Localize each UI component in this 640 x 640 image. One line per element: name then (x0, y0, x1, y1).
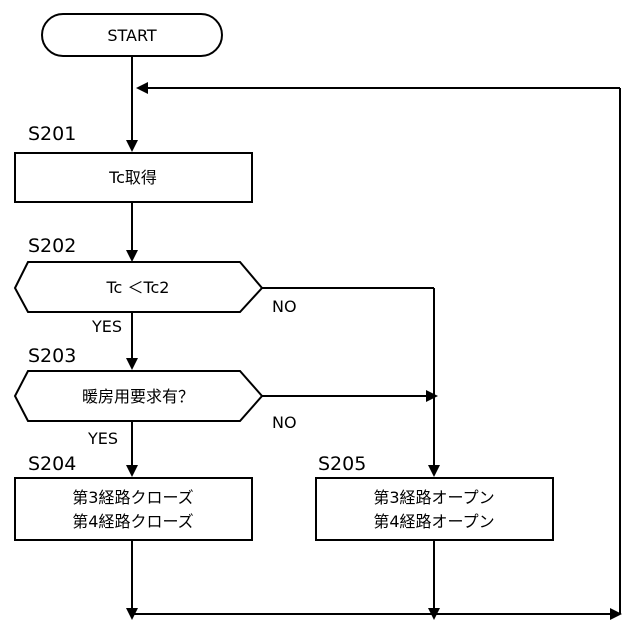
arrowhead-s202 (126, 250, 138, 262)
s201-text: Tc取得 (108, 168, 157, 187)
step-id-s202: S202 (28, 235, 76, 257)
s203-text: 暖房用要求有？ (82, 387, 194, 406)
s205-line2: 第4経路オープン (373, 512, 494, 531)
s202-text: Tc ＜Tc2 (106, 278, 170, 297)
arrowhead-s204 (126, 465, 138, 477)
arrowhead-loop-return (136, 82, 148, 94)
arrowhead-s203-no (426, 390, 438, 402)
process-s205: 第3経路オープン 第4経路オープン (316, 478, 553, 540)
s203-no-label: NO (272, 413, 297, 432)
decision-s203: 暖房用要求有？ (15, 371, 262, 421)
s204-line1: 第3経路クローズ (72, 488, 193, 507)
step-id-s205: S205 (318, 453, 366, 475)
s203-yes-label: YES (87, 429, 118, 448)
step-id-s203: S203 (28, 345, 76, 367)
arrowhead-s205 (428, 465, 440, 477)
start-terminal: START (42, 14, 222, 56)
s205-line1: 第3経路オープン (373, 488, 494, 507)
process-s204: 第3経路クローズ 第4経路クローズ (15, 478, 252, 540)
step-id-s201: S201 (28, 123, 76, 145)
step-id-s204: S204 (28, 453, 76, 475)
decision-s202: Tc ＜Tc2 (15, 262, 262, 312)
s202-no-label: NO (272, 297, 297, 316)
process-s201: Tc取得 (15, 153, 252, 202)
arrowhead-s203 (126, 358, 138, 370)
start-label: START (107, 26, 157, 45)
arrowhead-s201 (126, 140, 138, 152)
s204-line2: 第4経路クローズ (72, 512, 193, 531)
s202-yes-label: YES (91, 317, 122, 336)
